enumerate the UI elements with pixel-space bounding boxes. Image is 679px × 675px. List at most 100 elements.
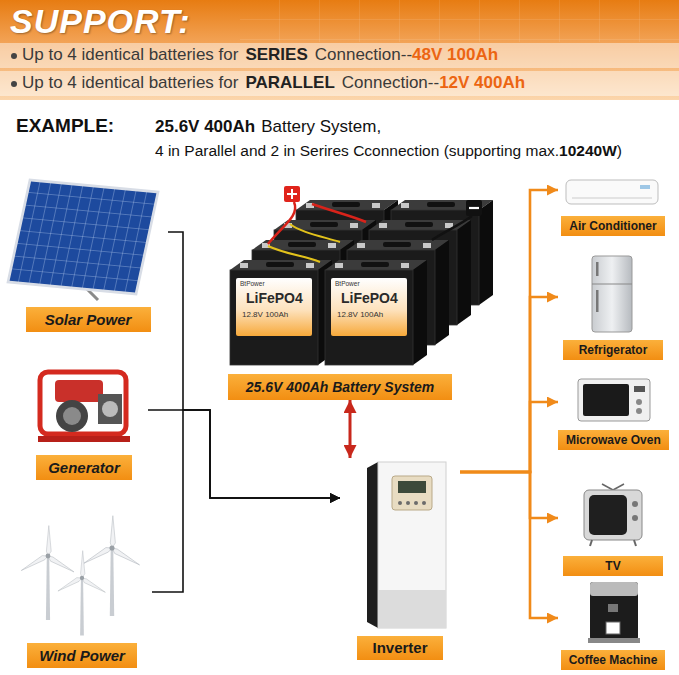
inverter-illustration [398,481,426,493]
wind-turbine-illustration [20,516,141,636]
battery-label-text: 12.8V 100Ah [242,310,288,319]
appliance-label: TV [558,482,668,576]
refrigerator-illustration [592,284,632,285]
wind-turbine-illustration [20,526,75,620]
inverter-illustration [392,476,432,510]
connector-group [148,190,558,618]
source-label: Solar Power [8,176,168,332]
inverter-illustration [378,462,446,628]
battery-bank-illustration [290,224,340,242]
label-text: 25.6V 400Ah Battery System [246,379,434,396]
battery-label-text: LiFePO4 [246,290,303,306]
inverter-illustration [414,501,418,505]
text-line: BtPower [240,280,265,287]
solar-panel-illustration [8,180,158,300]
wind-turbine-illustration [57,551,107,636]
connector-arrow [460,297,558,472]
coffee-machine-illustration [608,604,618,612]
title-text: SUPPORT: [10,2,191,41]
battery-bank-illustration [469,207,479,209]
label-box: Microwave Oven [558,430,669,450]
annotation-text: PARALLEL [245,73,334,93]
text-line: Up to 4 identical batteries forSERIESCon… [22,45,498,65]
label-box: Wind Power [27,643,137,668]
inverter-illustration [367,462,378,628]
inverter-illustration [367,462,446,628]
battery-label-text: 12.8V 100Ah [337,310,383,319]
appliance-label: Air Conditioner [558,176,668,236]
appliance-label: Refrigerator [558,252,668,360]
label-box: Refrigerator [563,340,663,360]
annotation-text: Connection-- [342,73,439,93]
air-conditioner-illustration [566,180,658,204]
appliance-label: Coffee Machine [558,578,668,670]
annotation-text: Up to 4 identical batteries for [22,45,238,65]
battery-bank-illustration [230,186,493,365]
wind-turbine-illustration [82,516,140,616]
inverter-illustration [422,501,426,505]
air-conditioner-illustration [572,198,652,199]
battery-label-text: LiFePO4 [341,290,398,306]
connector-arrow [460,472,558,518]
coffee-machine-illustration [590,582,638,596]
text-line: 25.6V 400Ah Battery System, [155,117,381,137]
battery-bank-illustration [312,204,366,222]
connector-arrow [152,410,340,592]
annotation-text: 4 in Parallel and 2 in Serires Cconnecti… [155,142,559,160]
battery-bank-illustration [236,278,312,336]
refrigerator-illustration [596,290,599,312]
connector-arrow [460,402,558,472]
banner-background [0,43,679,68]
banner-background [11,53,17,59]
annotation-text: SERIES [245,45,307,65]
tv-illustration [589,495,627,535]
source-label: Wind Power [12,522,152,668]
generator-illustration [55,380,103,402]
tv-illustration [632,515,638,521]
generator-illustration [102,401,118,417]
banner-background [0,0,679,100]
battery-system-label: 25.6V 400Ah Battery System [228,374,452,400]
tv-illustration [632,501,638,507]
air-conditioner-illustration [640,185,650,189]
tv-illustration [634,540,636,546]
microwave-illustration [636,399,642,405]
generator-illustration [56,400,88,432]
annotation-text: 48V 100Ah [412,45,498,65]
inverter-illustration [398,501,402,505]
battery-bank-illustration [325,260,427,365]
tv-illustration [590,540,592,546]
microwave-illustration [578,379,650,421]
battery-bank-illustration [284,186,300,202]
text-line: 12.8V 100Ah [242,310,288,319]
text-line: 12.8V 100Ah [337,310,383,319]
generator-illustration [38,436,130,442]
banner-background [240,0,679,42]
battery-label-text: BtPower [240,280,265,287]
label-box: Inverter [357,636,443,660]
battery-bank-illustration [287,189,297,199]
label-box: Air Conditioner [561,216,664,236]
connector-arrow [349,400,352,458]
connector-arrow [460,472,558,618]
battery-bank-illustration [230,260,332,365]
battery-bank-illustration [466,200,482,216]
refrigerator-illustration [596,262,599,276]
annotation-text: Battery System, [261,117,381,137]
battery-bank-illustration [331,278,407,336]
battery-label-text: BtPower [335,280,360,287]
generator-illustration [98,394,122,424]
label-box: TV [563,556,663,576]
annotation-text: Up to 4 identical batteries for [22,73,238,93]
inverter-box: Inverter [340,458,460,660]
appliance-label: Microwave Oven [558,374,669,450]
annotation-text: 25.6V 400Ah [155,117,255,137]
refrigerator-illustration [592,256,632,332]
text-line: LiFePO4 [341,290,398,306]
generator-illustration [63,407,81,425]
text-line: EXAMPLE: [16,115,114,137]
source-label: Generator [20,360,148,480]
microwave-illustration [578,379,650,421]
